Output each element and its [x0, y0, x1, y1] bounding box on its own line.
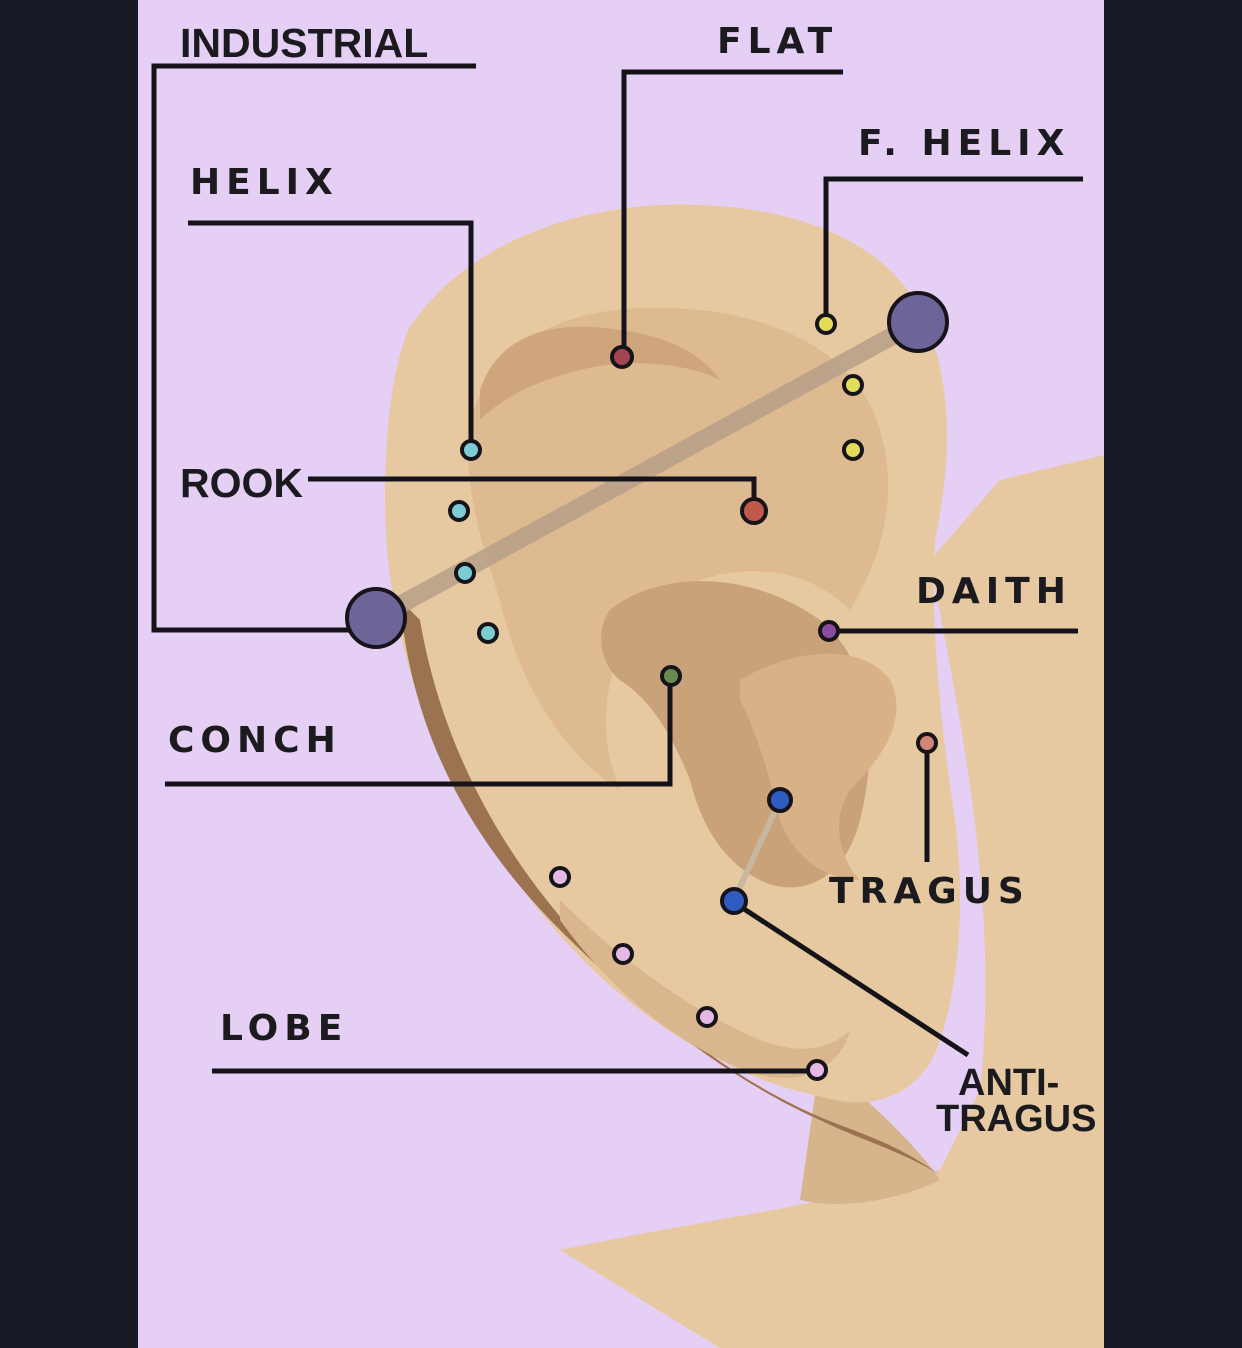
helix-stud [479, 624, 497, 642]
lobe-stud [551, 868, 569, 886]
forward-helix-stud [844, 441, 862, 459]
helix-stud [462, 441, 480, 459]
lobe-stud [614, 945, 632, 963]
industrial-stud-bottom [347, 589, 405, 647]
label-forward-helix: F. HELIX [858, 123, 1070, 164]
label-flat: FLAT [717, 21, 838, 62]
lobe-stud [698, 1008, 716, 1026]
anti-tragus-stud [722, 889, 746, 913]
label-industrial: INDUSTRIAL [180, 20, 428, 66]
lobe-stud [808, 1061, 826, 1079]
forward-helix-stud [844, 376, 862, 394]
label-conch: CONCH [168, 720, 342, 761]
rook-stud [742, 499, 766, 523]
conch-stud [662, 667, 680, 685]
label-helix: HELIX [190, 162, 339, 203]
label-tragus: TRAGUS [829, 871, 1030, 912]
flat-stud [612, 347, 632, 367]
right-frame [1104, 0, 1242, 1348]
tragus-stud [918, 734, 936, 752]
label-anti-tragus-line2: TRAGUS [936, 1098, 1096, 1140]
helix-stud [456, 564, 474, 582]
forward-helix-stud [817, 315, 835, 333]
industrial-stud-top [889, 293, 947, 351]
label-daith: DAITH [916, 571, 1072, 612]
daith-stud [820, 622, 838, 640]
label-lobe: LOBE [220, 1008, 348, 1049]
label-rook: ROOK [180, 460, 303, 506]
left-frame [0, 0, 138, 1348]
helix-stud [450, 502, 468, 520]
snug-stud [769, 789, 791, 811]
